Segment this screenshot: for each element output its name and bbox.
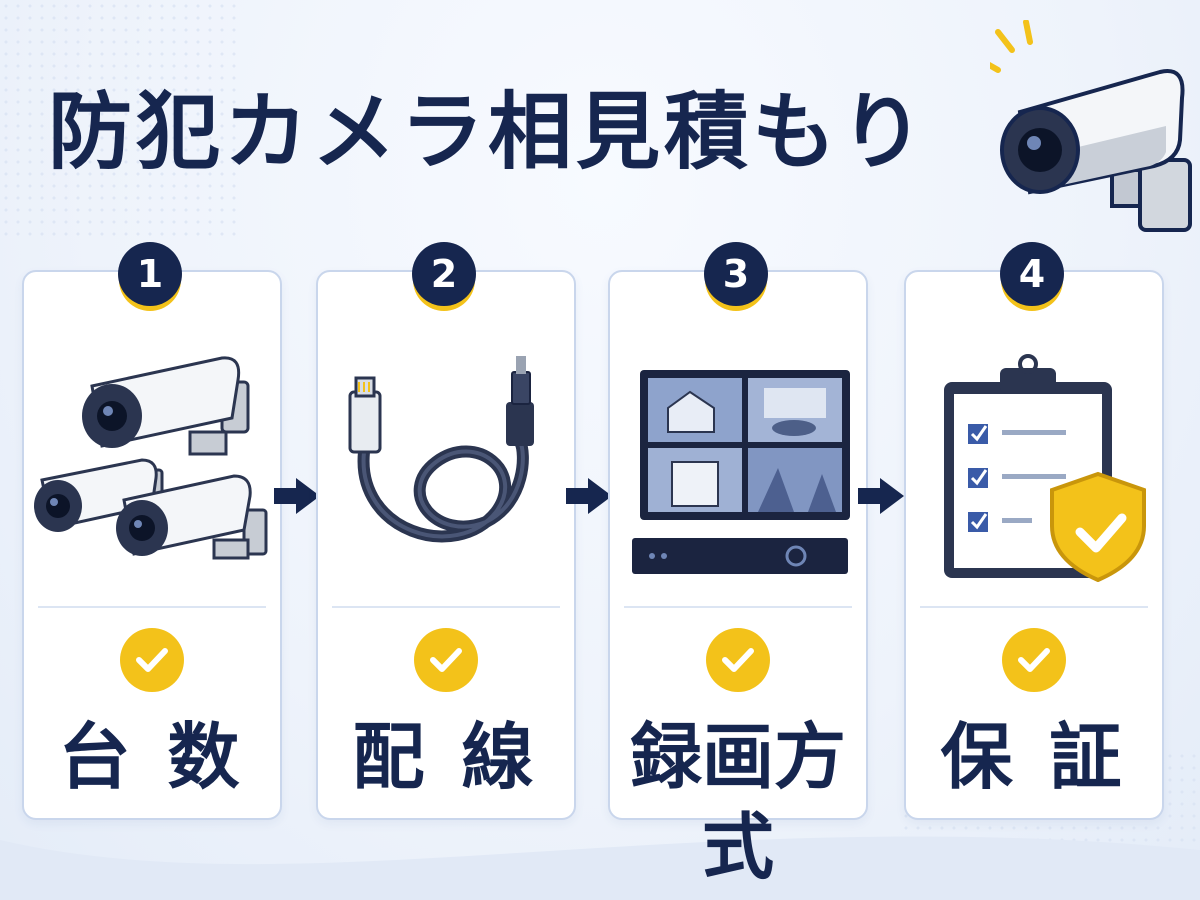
check-icon <box>706 628 770 692</box>
check-icon <box>120 628 184 692</box>
card-divider <box>38 606 266 608</box>
card-divider <box>624 606 852 608</box>
check-icon <box>414 628 478 692</box>
security-cameras-icon <box>34 356 268 560</box>
card-divider <box>920 606 1148 608</box>
step-card-warranty: 保 証 <box>904 270 1164 820</box>
check-icon <box>1002 628 1066 692</box>
arrow-right-icon <box>274 478 320 514</box>
step-number-badge: 2 <box>412 242 476 306</box>
step-label: 台 数 <box>58 715 246 799</box>
background-dots <box>0 0 240 240</box>
step-number-badge: 4 <box>1000 242 1064 306</box>
step-label: 保 証 <box>940 715 1128 799</box>
arrow-right-icon <box>858 478 904 514</box>
cable-icon <box>348 356 534 543</box>
step-label: 録画方式 <box>629 715 846 889</box>
step-number-badge: 3 <box>704 242 768 306</box>
security-camera-icon <box>990 20 1192 232</box>
card-divider <box>332 606 560 608</box>
step-label: 配 線 <box>352 715 540 799</box>
step-number-badge: 1 <box>118 242 182 306</box>
step-card-recording: 録画方式 <box>608 270 868 889</box>
monitor-recorder-icon <box>632 370 850 574</box>
background-wave <box>0 836 1200 900</box>
step-card-cameras: 台 数 <box>22 270 282 820</box>
clipboard-shield-icon <box>944 354 1146 582</box>
page-title: 防犯カメラ相見積もり <box>48 83 929 181</box>
arrow-right-icon <box>566 478 612 514</box>
step-card-wiring: 配 線 <box>316 270 576 820</box>
